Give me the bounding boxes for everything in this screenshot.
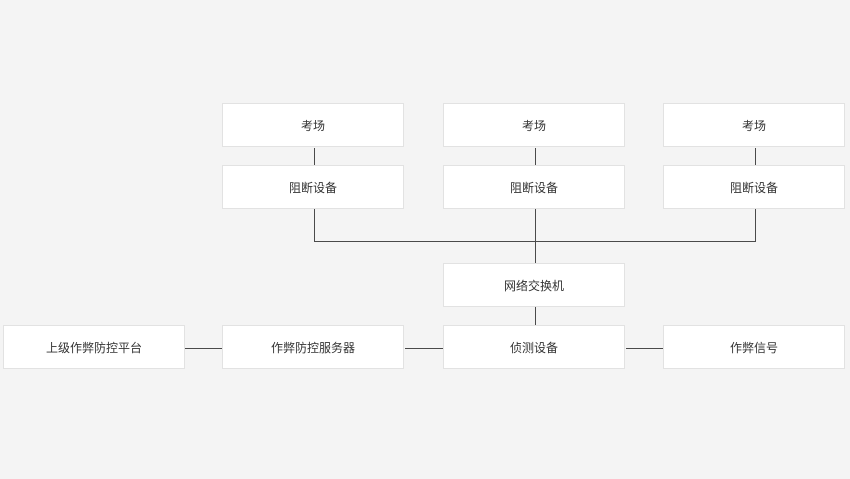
- upper-platform-node: 上级作弊防控平台: [3, 325, 185, 369]
- node-label: 作弊防控服务器: [270, 340, 355, 355]
- blocker-device-node: 阻断设备: [222, 165, 404, 209]
- blocker-device-node: 阻断设备: [663, 165, 845, 209]
- node-label: 网络交换机: [503, 278, 564, 293]
- anti-cheat-server-node: 作弊防控服务器: [222, 325, 404, 369]
- exam-room-node: 考场: [222, 103, 404, 147]
- node-label: 考场: [521, 118, 546, 133]
- node-label: 考场: [741, 118, 766, 133]
- node-label: 侦测设备: [509, 340, 558, 355]
- node-label: 作弊信号: [729, 340, 778, 355]
- node-label: 阻断设备: [509, 180, 558, 195]
- exam-room-node: 考场: [443, 103, 625, 147]
- detection-device-node: 侦测设备: [443, 325, 625, 369]
- cheating-signal-node: 作弊信号: [663, 325, 845, 369]
- node-label: 考场: [300, 118, 325, 133]
- exam-room-node: 考场: [663, 103, 845, 147]
- network-switch-node: 网络交换机: [443, 263, 625, 307]
- node-label: 阻断设备: [729, 180, 778, 195]
- node-label: 阻断设备: [288, 180, 337, 195]
- blocker-device-node: 阻断设备: [443, 165, 625, 209]
- node-label: 上级作弊防控平台: [45, 340, 142, 355]
